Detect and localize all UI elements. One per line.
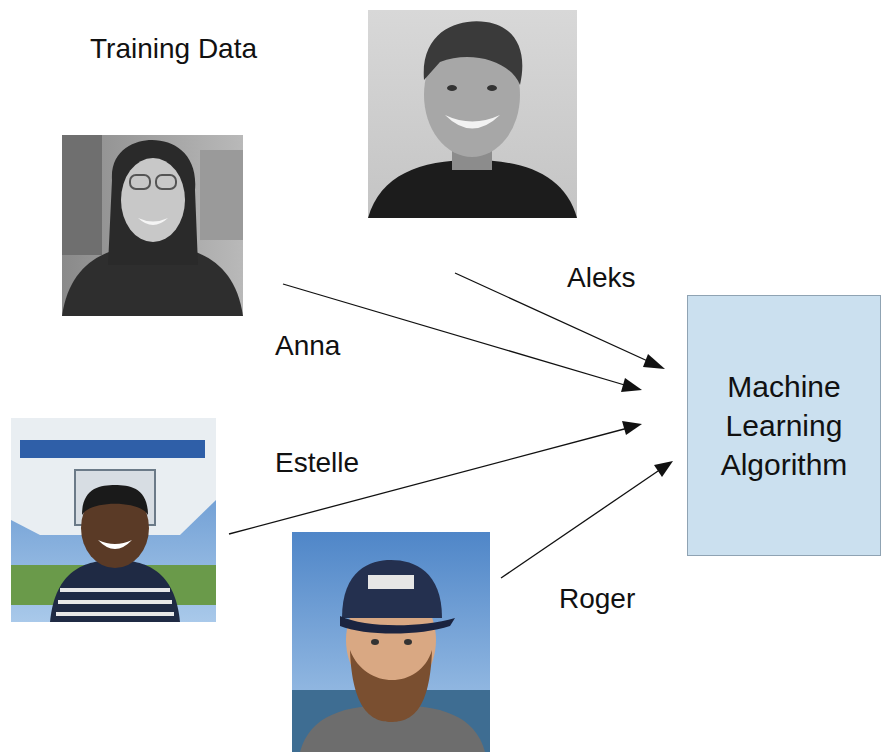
- person-name: Aleks: [567, 262, 635, 294]
- estelle-photo: [11, 418, 216, 622]
- person-name: Roger: [559, 583, 635, 615]
- input-arrows: [229, 273, 673, 578]
- diagram-title: Training Data: [90, 33, 257, 65]
- person-name: Estelle: [275, 447, 359, 479]
- box-text-group: Machine Learning Algorithm: [696, 367, 872, 484]
- box-label: Machine Learning Algorithm: [696, 367, 872, 484]
- person-name: Anna: [275, 330, 340, 362]
- anna-photo: [62, 135, 243, 316]
- algorithm-box: Machine Learning Algorithm: [687, 295, 881, 556]
- roger-photo: [292, 532, 490, 752]
- aleks-photo: [368, 10, 577, 218]
